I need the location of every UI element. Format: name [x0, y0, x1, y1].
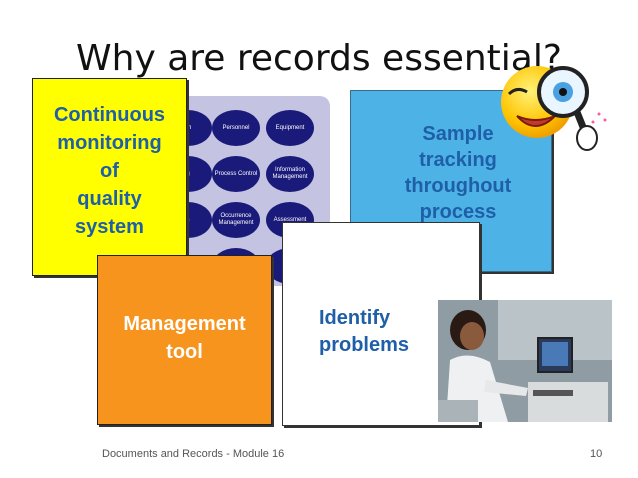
note-line: Sample	[422, 123, 494, 145]
note-continuous-monitoring: Continuous monitoring of quality system	[32, 78, 187, 276]
slide-title: Why are records essential?	[76, 38, 562, 79]
diagram-node-personnel: Personnel	[212, 110, 260, 146]
note-line: throughout	[404, 175, 512, 197]
slide-footer: Documents and Records - Module 16	[102, 448, 285, 460]
note-management-tool: Management tool	[97, 255, 272, 425]
note-line: Identify	[319, 307, 391, 329]
note-line: system	[75, 216, 144, 238]
slide-page-number: 10	[590, 448, 603, 460]
note-line: of	[100, 160, 119, 182]
note-line: Management	[123, 313, 246, 335]
smiley-illustration	[501, 66, 607, 151]
diagram-node-occurrence-management: Occurrence Management	[212, 202, 260, 238]
magnifier-smiley-icon	[495, 52, 615, 157]
note-line: tracking	[419, 149, 497, 171]
note-line: problems	[319, 334, 410, 356]
diagram-node-equipment: Equipment	[266, 110, 314, 146]
note-management-tool-text: Management tool	[98, 310, 271, 366]
lab-technician-photo	[438, 300, 612, 422]
note-line: Continuous	[53, 104, 166, 126]
note-identify-problems-text: Identify problems	[319, 305, 469, 359]
note-line: quality	[77, 188, 142, 210]
diagram-node-process-control: Process Control	[212, 156, 260, 192]
note-line: monitoring	[57, 132, 162, 154]
diagram-node-information-management: Information Management	[266, 156, 314, 192]
note-sample-tracking-text: Sample tracking throughout process	[373, 121, 543, 225]
note-line: process	[419, 201, 497, 223]
note-line: tool	[166, 341, 203, 363]
note-continuous-monitoring-text: Continuous monitoring of quality system	[33, 101, 186, 241]
lab-photo-illustration	[438, 300, 612, 422]
